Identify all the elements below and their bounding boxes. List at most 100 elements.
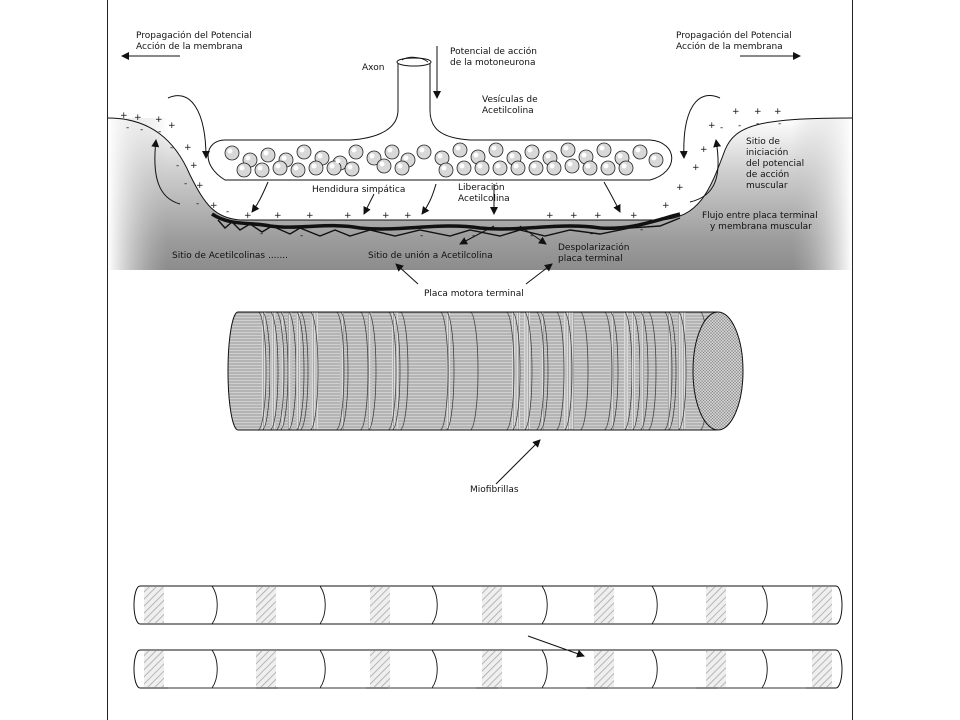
svg-text:+: + xyxy=(168,121,176,131)
vesicle-highlight xyxy=(549,163,555,169)
vesicle-highlight xyxy=(239,165,245,171)
tube-hatch xyxy=(370,651,390,687)
cylinder-band-edge xyxy=(367,312,377,430)
tube-divider xyxy=(651,649,658,689)
cylinder-band-edge xyxy=(511,312,521,430)
vesicle xyxy=(384,144,400,160)
svg-text:-: - xyxy=(260,229,263,239)
svg-text:+: + xyxy=(134,113,142,123)
cylinder-band-edge xyxy=(623,312,633,430)
vesicle xyxy=(564,158,580,174)
vesicle-highlight xyxy=(585,163,591,169)
init-site-label-4: de acción xyxy=(746,169,789,180)
vesicle-highlight xyxy=(317,153,323,159)
release-label-2: Acetilcolina xyxy=(458,194,510,204)
cylinder-band xyxy=(540,312,544,430)
svg-text:+: + xyxy=(404,211,412,221)
tube-divider xyxy=(761,649,768,689)
cylinder-band xyxy=(280,312,283,430)
init-site-label-3: del potencial xyxy=(746,159,804,169)
cylinder-band xyxy=(368,312,372,430)
vesicle-highlight xyxy=(473,152,479,158)
vesicle xyxy=(560,142,576,158)
cylinder-segment-edge xyxy=(299,312,309,430)
vesicle-highlight xyxy=(387,147,393,153)
vesicle-highlight xyxy=(581,152,587,158)
svg-text:+: + xyxy=(274,211,282,221)
init-site-label-2: iniciación xyxy=(746,147,788,158)
svg-text:-: - xyxy=(684,149,687,159)
svg-text:-: - xyxy=(158,127,161,137)
svg-text:+: + xyxy=(774,107,782,117)
vesicle-highlight xyxy=(347,164,353,170)
cylinder-band xyxy=(512,312,520,430)
vesicle-highlight xyxy=(257,165,263,171)
cylinder-segment-edge xyxy=(535,312,545,430)
svg-text:+: + xyxy=(708,121,716,131)
svg-text:+: + xyxy=(120,111,128,121)
release-arrow-4 xyxy=(603,181,621,213)
vesicle xyxy=(582,160,598,176)
release-arrow-2 xyxy=(421,183,437,215)
svg-text:-: - xyxy=(756,119,759,129)
vesicle xyxy=(290,162,306,178)
tube-divider xyxy=(541,585,548,625)
tube-divider xyxy=(211,649,218,689)
svg-text:+: + xyxy=(732,107,740,117)
cylinder-band-edge xyxy=(523,312,533,430)
vesicle-highlight xyxy=(299,147,305,153)
cylinder-band xyxy=(624,312,628,430)
vesicle xyxy=(492,160,508,176)
vesicle-highlight xyxy=(441,165,447,171)
svg-text:+: + xyxy=(382,211,390,221)
cylinder-segment-edge xyxy=(387,312,397,430)
vesicle xyxy=(596,142,612,158)
svg-text:-: - xyxy=(640,225,643,235)
svg-text:+: + xyxy=(344,211,352,221)
cylinder-band-edge xyxy=(339,312,349,430)
cylinder-band xyxy=(640,312,644,430)
vesicle-highlight xyxy=(369,153,375,159)
frame-left-border xyxy=(107,0,108,720)
loop-right-down xyxy=(679,95,721,159)
vesicle xyxy=(272,160,288,176)
vesicle-highlight xyxy=(563,145,569,151)
cylinder-band-edge xyxy=(261,312,271,430)
cylinder-band-edge xyxy=(295,312,305,430)
svg-text:-: - xyxy=(720,123,723,133)
vesicle-highlight xyxy=(437,153,443,159)
cylinder-segment-edge xyxy=(335,312,345,430)
vesicle xyxy=(452,142,468,158)
cylinder-segment-edge xyxy=(399,312,409,430)
vesicle-highlight xyxy=(531,163,537,169)
vesicle-highlight xyxy=(263,150,269,156)
cylinder-segment-edge xyxy=(469,312,479,430)
vesicle-highlight xyxy=(513,163,519,169)
cylinder-band xyxy=(678,312,686,430)
vesicle xyxy=(308,160,324,176)
tube-hatch xyxy=(144,651,164,687)
svg-text:+: + xyxy=(630,211,638,221)
tube-hatch xyxy=(144,587,164,623)
svg-text:-: - xyxy=(184,179,187,189)
svg-text:-: - xyxy=(226,207,229,217)
svg-text:-: - xyxy=(140,125,143,135)
loop-left-down xyxy=(167,95,210,159)
vesicle-highlight xyxy=(621,163,627,169)
svg-text:-: - xyxy=(196,199,199,209)
vesicle-highlight xyxy=(379,161,385,167)
tube-hatch xyxy=(256,651,276,687)
svg-text:-: - xyxy=(348,231,351,241)
svg-text:-: - xyxy=(590,229,593,239)
junction-arrows xyxy=(121,46,801,285)
cylinder-segment-edge xyxy=(275,312,285,430)
vesicle-highlight xyxy=(335,158,341,164)
prop-right-label-1: Propagación del Potencial xyxy=(676,30,792,41)
junction-labels: Propagación del Potencial Acción de la m… xyxy=(136,30,818,299)
tube-divider xyxy=(319,649,326,689)
vesicle-highlight xyxy=(527,147,533,153)
svg-text:+: + xyxy=(196,181,204,191)
tube-divider xyxy=(651,585,658,625)
vesicle-highlight xyxy=(455,145,461,151)
